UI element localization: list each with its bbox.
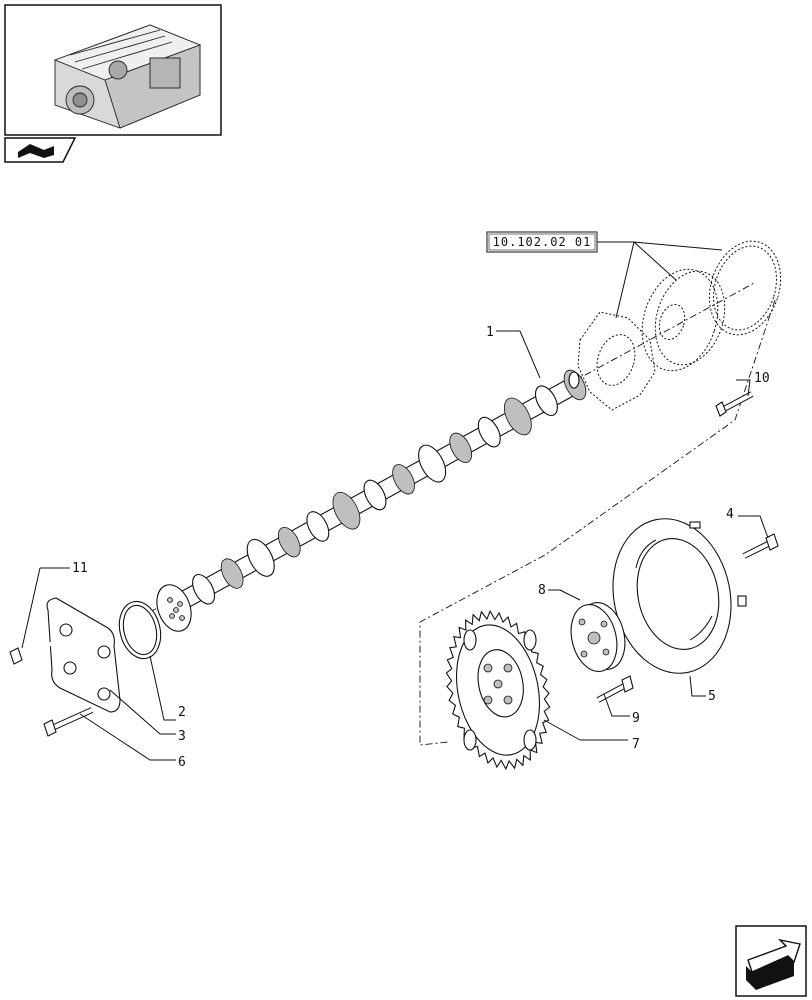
- bolt-6[interactable]: [43, 707, 94, 737]
- callout-2: 2: [178, 705, 186, 720]
- callout-9: 9: [632, 711, 640, 726]
- phantom-bearing-plate: [577, 311, 656, 411]
- bolt-10[interactable]: [715, 391, 754, 417]
- reference-leader-lines: [597, 241, 723, 319]
- book-tab-icon[interactable]: [4, 137, 77, 163]
- bolt-4[interactable]: [742, 533, 779, 559]
- callout-10: 10: [754, 371, 770, 386]
- callout-5: 5: [708, 689, 716, 704]
- bolt-9[interactable]: [596, 675, 634, 703]
- phantom-cover-plate: [641, 268, 726, 372]
- camshaft-gear[interactable]: [432, 601, 563, 778]
- reference-code: 10.102.02 01: [493, 235, 592, 249]
- callout-4: 4: [726, 507, 734, 522]
- callout-leaders: [21, 330, 769, 761]
- o-ring[interactable]: [114, 597, 167, 663]
- callout-7: 7: [632, 737, 640, 752]
- callout-3: 3: [178, 729, 186, 744]
- engine-thumbnail-icon[interactable]: [4, 4, 222, 136]
- callout-6: 6: [178, 755, 186, 770]
- callout-11: 11: [72, 561, 88, 576]
- callout-1: 1: [486, 325, 494, 340]
- next-page-arrow-icon[interactable]: [735, 925, 807, 997]
- reference-box[interactable]: 10.102.02 01: [486, 231, 598, 253]
- camshaft[interactable]: [151, 367, 591, 636]
- callout-8: 8: [538, 583, 546, 598]
- cover-plate[interactable]: [46, 597, 121, 713]
- gear-hub[interactable]: [564, 598, 631, 677]
- bolt-11[interactable]: [9, 638, 63, 665]
- thrust-plate[interactable]: [599, 508, 747, 685]
- callout-labels: 1 2 3 4 5 6 7 8 9 10 11: [72, 325, 770, 770]
- phantom-gasket: [708, 240, 782, 336]
